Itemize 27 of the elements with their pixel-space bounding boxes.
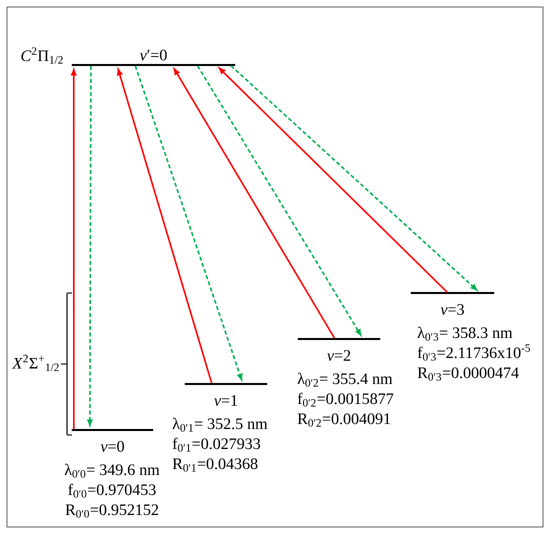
energy-level: v=1: [184, 383, 268, 406]
energy-level: v=0: [72, 429, 154, 452]
arrow: [71, 69, 76, 429]
arrow: [218, 68, 448, 293]
value-label: R$_{0′1}$=0.04368: [172, 458, 258, 472]
value-label: λ$_{0′1}$= 352.5 nm: [172, 418, 268, 432]
arrow: [87, 66, 93, 426]
energy-level: v′=0: [72, 50, 236, 66]
energy-level: v=2: [298, 338, 380, 361]
value-label: f$_{0′3}$=2.11736x10$^{-5}$: [418, 344, 530, 361]
value-label: R$_{0′2}$=0.004091: [298, 413, 390, 427]
energy-level: v=3: [410, 292, 494, 315]
state-label: X$^{2}$Σ$^{+}$1/2: [12, 354, 59, 372]
value-label: f$_{0′2}$=0.0015877: [298, 392, 394, 407]
arrow: [117, 68, 212, 384]
value-label: λ$_{0′0}$= 349.6 nm: [64, 464, 160, 478]
arrow: [174, 68, 336, 339]
value-label: f$_{0′0}$=0.970453: [68, 484, 156, 498]
value-label: λ$_{0′2}$= 355.4 nm: [298, 372, 392, 387]
state-label: C$^{2}$Π$_{1/2}$: [21, 47, 63, 64]
value-label: R$_{0′0}$=0.952152: [66, 504, 158, 518]
value-label: f$_{0′1}$=0.027933: [172, 438, 260, 452]
arrow: [230, 65, 478, 290]
arrow: [196, 65, 362, 336]
value-label: R$_{0′3}$=0.0000474: [418, 367, 519, 381]
arrow: [134, 66, 243, 380]
value-label: λ$_{0′3}$= 358.3 nm: [418, 326, 512, 341]
